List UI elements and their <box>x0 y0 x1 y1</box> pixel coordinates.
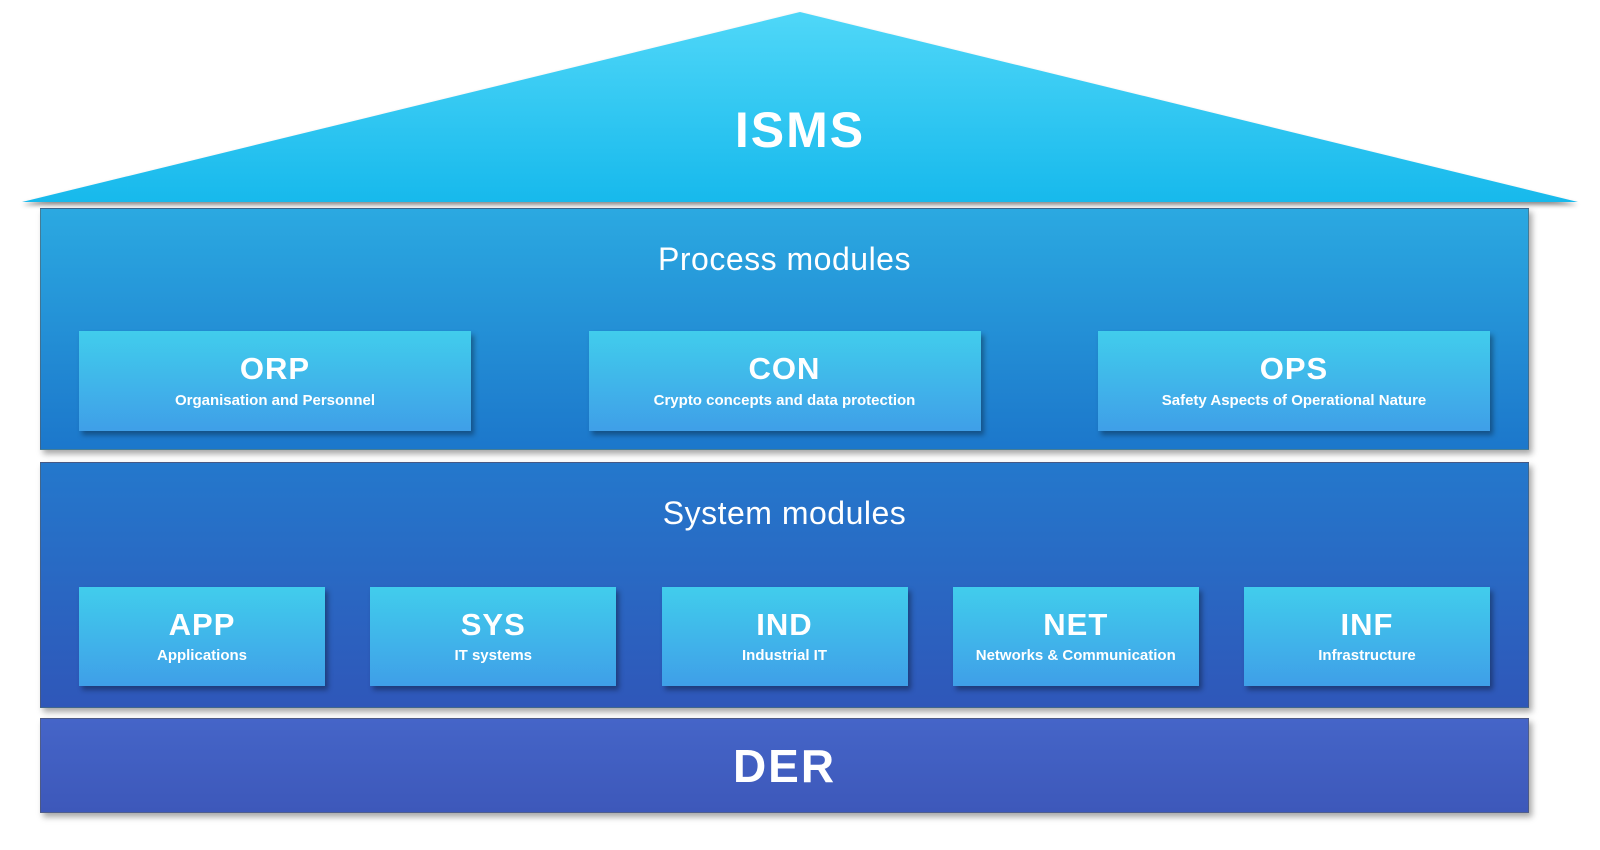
base-band-title: DER <box>732 739 837 792</box>
module-con: CON Crypto concepts and data protection <box>588 331 981 431</box>
module-inf: INF Infrastructure <box>1244 587 1490 686</box>
process-band-title: Process modules <box>658 241 911 277</box>
module-ops-code: OPS <box>1259 351 1329 387</box>
module-app-label: Applications <box>156 647 247 665</box>
module-inf-label: Infrastructure <box>1318 647 1416 665</box>
module-sys-code: SYS <box>460 606 526 642</box>
module-sys-label: IT systems <box>454 647 533 665</box>
system-modules-band: System modules APP Applications SYS IT s… <box>40 462 1529 708</box>
module-orp: ORP Organisation and Personnel <box>79 331 471 431</box>
process-modules-row: ORP Organisation and Personnel CON Crypt… <box>79 331 1490 431</box>
roof-shape: ISMS <box>22 12 1578 202</box>
module-net: NET Networks & Communication <box>952 587 1199 686</box>
module-app: APP Applications <box>79 587 325 686</box>
module-ind-code: IND <box>756 606 813 642</box>
module-orp-code: ORP <box>239 351 311 387</box>
module-ops: OPS Safety Aspects of Operational Nature <box>1098 331 1490 431</box>
module-app-code: APP <box>168 606 236 642</box>
module-ind-label: Industrial IT <box>741 647 827 665</box>
module-net-label: Networks & Communication <box>975 647 1176 665</box>
base-band: DER <box>40 718 1529 813</box>
process-modules-band: Process modules ORP Organisation and Per… <box>40 208 1529 450</box>
module-inf-code: INF <box>1340 606 1394 642</box>
roof-title: ISMS <box>734 102 866 158</box>
system-modules-row: APP Applications SYS IT systems IND Indu… <box>79 587 1490 686</box>
module-con-code: CON <box>748 351 821 387</box>
roof-triangle: ISMS <box>22 12 1578 202</box>
module-ind: IND Industrial IT <box>661 587 908 686</box>
module-net-code: NET <box>1043 606 1109 642</box>
module-con-label: Crypto concepts and data protection <box>653 391 916 409</box>
module-orp-label: Organisation and Personnel <box>174 391 376 409</box>
system-band-title: System modules <box>662 495 907 531</box>
module-ops-label: Safety Aspects of Operational Nature <box>1161 391 1427 409</box>
module-sys: SYS IT systems <box>370 587 617 686</box>
